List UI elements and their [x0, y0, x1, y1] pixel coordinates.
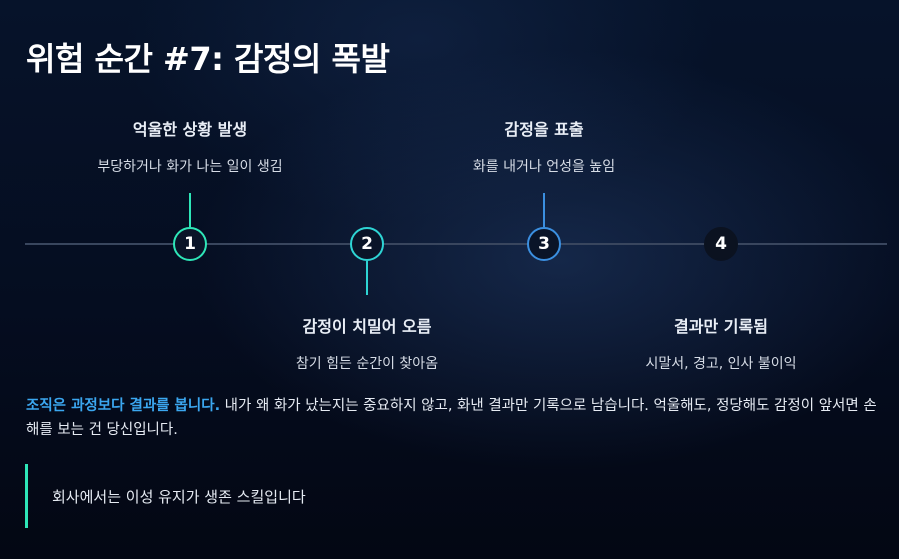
timeline-line — [25, 243, 887, 245]
step-2-description: 참기 힘든 순간이 찾아옴 — [295, 356, 439, 372]
step-3-title: 감정을 표출 — [504, 120, 584, 139]
page-title: 위험 순간 #7: 감정의 폭발 — [26, 40, 390, 78]
explanation-paragraph: 조직은 과정보다 결과를 봅니다. 내가 왜 화가 났는지는 중요하지 않고, … — [26, 394, 882, 442]
quote-text: 회사에서는 이성 유지가 생존 스킬입니다 — [52, 488, 306, 506]
step-2-connector — [366, 261, 368, 295]
step-3-label: 감정을 표출 화를 내거나 언성을 높임 — [414, 116, 674, 176]
step-1-marker: 1 — [173, 227, 207, 261]
step-2-label: 감정이 치밀어 오름 참기 힘든 순간이 찾아옴 — [237, 313, 497, 373]
quote-bar — [25, 464, 28, 528]
step-4-label: 결과만 기록됨 시말서, 경고, 인사 불이익 — [591, 313, 851, 373]
step-4-title: 결과만 기록됨 — [674, 317, 768, 336]
step-4-marker: 4 — [704, 227, 738, 261]
step-3-description: 화를 내거나 언성을 높임 — [472, 159, 616, 175]
step-1-description: 부당하거나 화가 나는 일이 생김 — [97, 159, 283, 175]
step-2-title: 감정이 치밀어 오름 — [302, 317, 432, 336]
step-4-description: 시말서, 경고, 인사 불이익 — [645, 356, 797, 372]
step-3-connector — [543, 193, 545, 227]
step-1-title: 억울한 상황 발생 — [132, 120, 248, 139]
paragraph-highlight: 조직은 과정보다 결과를 봅니다. — [26, 398, 221, 414]
step-1-connector — [189, 193, 191, 227]
paragraph-body: 내가 왜 화가 났는지는 중요하지 않고, 화낸 결과만 기록으로 남습니다. … — [26, 398, 877, 438]
step-2-marker: 2 — [350, 227, 384, 261]
step-1-label: 억울한 상황 발생 부당하거나 화가 나는 일이 생김 — [60, 116, 320, 176]
step-3-marker: 3 — [527, 227, 561, 261]
